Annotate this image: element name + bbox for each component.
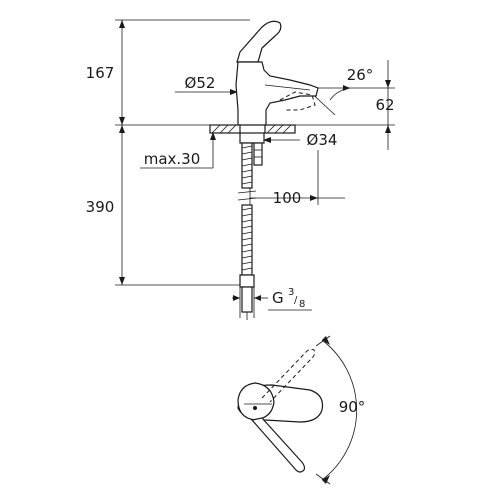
top-view-lever-dashed [261,348,316,403]
flex-hose-lower [241,204,253,276]
arrow [119,277,125,285]
dim-d34-label: Ø34 [307,131,338,149]
arrow [385,125,391,133]
arrow [263,137,271,143]
dim-g-slash: / [294,295,298,306]
hose-fitting-nut [241,286,253,313]
arc-end-bottom [315,473,331,485]
hub-center [253,406,257,410]
arrow [210,132,216,140]
top-view-lever [250,417,306,473]
arrow [322,336,330,345]
rotation-arc [321,339,357,481]
dim-d52-label: Ø52 [185,74,216,92]
mounting-stud [253,142,263,166]
break-mark [237,197,257,201]
arrow [119,20,125,28]
dim-100-label: 100 [273,189,302,207]
lever-handle [236,20,282,63]
dim-26-label: 26° [347,66,374,84]
dim-90-label: 90° [339,398,366,416]
dim-g-den: 8 [299,299,305,310]
dim-g-num: 3 [288,287,294,298]
dim-167-label: 167 [86,64,115,82]
arrow [119,117,125,125]
spout-detail [264,84,311,91]
arrow [343,85,350,91]
dim-62-label: 62 [375,96,394,114]
arrow [230,89,238,95]
arrow [322,475,330,484]
hose-fitting [239,274,255,288]
arc-end-top [315,335,331,347]
dim-g-label: G [272,289,284,307]
arrow [310,195,318,201]
flex-hose-upper [241,142,253,189]
arrow [119,125,125,133]
faucet-body [235,61,319,126]
angle-arc [329,87,351,101]
top-view-hub [237,382,275,421]
arrow [254,295,261,301]
break-mark [237,190,257,194]
dim-max30-label: max.30 [144,150,201,168]
counter-section [209,124,296,134]
spout-swing-dashed [279,91,316,111]
mounting-nut [239,132,265,144]
arrow [385,80,391,88]
arrow [233,295,240,301]
dim-390-label: 390 [86,198,115,216]
